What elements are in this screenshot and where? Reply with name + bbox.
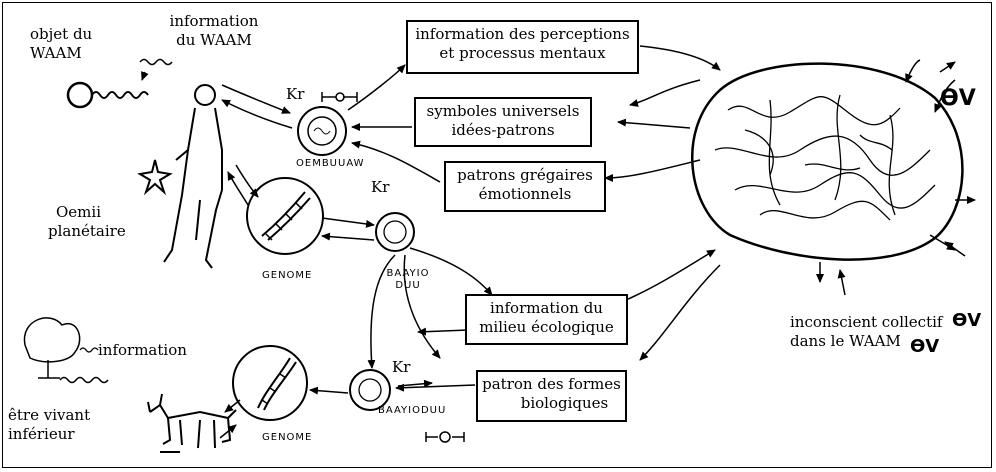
goat [147,393,237,453]
box-gregaires-line-2: émotionnels [478,185,572,203]
label-genome-bottom: GENOME [262,432,313,443]
box-perceptions: information des perceptions et processus… [406,20,639,74]
tree [23,317,81,379]
label-genome-top: GENOME [262,270,313,281]
box-formes-line-2: biologiques [520,394,609,412]
ummo-symbol-icon: ϴV [910,336,940,357]
box-symboles: symboles universels idées-patrons [414,97,592,147]
baayioduu-cell-bottom [349,369,391,411]
hoh-symbol-top [321,92,358,102]
waam-object-circle [66,81,94,109]
hoh-symbol-bottom [425,431,465,443]
ummo-symbol-icon: ϴV [940,86,976,111]
human-figure [163,84,223,269]
label-oembuuaw: OEMBUUAW [296,158,365,169]
dna-top [261,191,311,241]
box-formes: patron des formes biologiques [476,370,627,422]
box-milieu-line-1: information du [490,299,603,317]
box-symboles-line-2: idées-patrons [451,121,555,139]
box-gregaires: patrons grégaires émotionnels [444,161,606,212]
genome-cell-top [246,177,324,255]
label-kr-top: Kr [286,85,305,103]
label-information: information [98,341,187,359]
dna-bottom [257,357,297,411]
genome-cell-bottom [232,345,308,421]
box-perceptions-line-2: et processus mentaux [439,44,606,62]
collective-unconscious-blob [690,62,964,261]
label-baayioduu-bottom: BAAYIODUU [378,405,447,416]
info-squiggle-bottom [79,347,99,353]
waam-wave [91,91,149,99]
box-symboles-line-1: symboles universels [426,102,580,120]
box-milieu-line-2: milieu écologique [479,318,614,336]
label-kr-middle: Kr [371,178,390,196]
label-kr-bottom: Kr [392,358,411,376]
box-formes-line-1: patron des formes [482,375,621,393]
ummo-symbol-icon: ϴV [952,310,982,331]
box-perceptions-line-1: information des perceptions [415,25,630,43]
baayioduu-cell [375,212,415,252]
box-milieu: information du milieu écologique [465,294,628,345]
tree-wave [59,376,109,384]
neural-tangle [714,94,936,221]
star-symbol [137,159,173,196]
box-gregaires-line-1: patrons grégaires [457,166,593,184]
info-squiggle [139,58,173,66]
